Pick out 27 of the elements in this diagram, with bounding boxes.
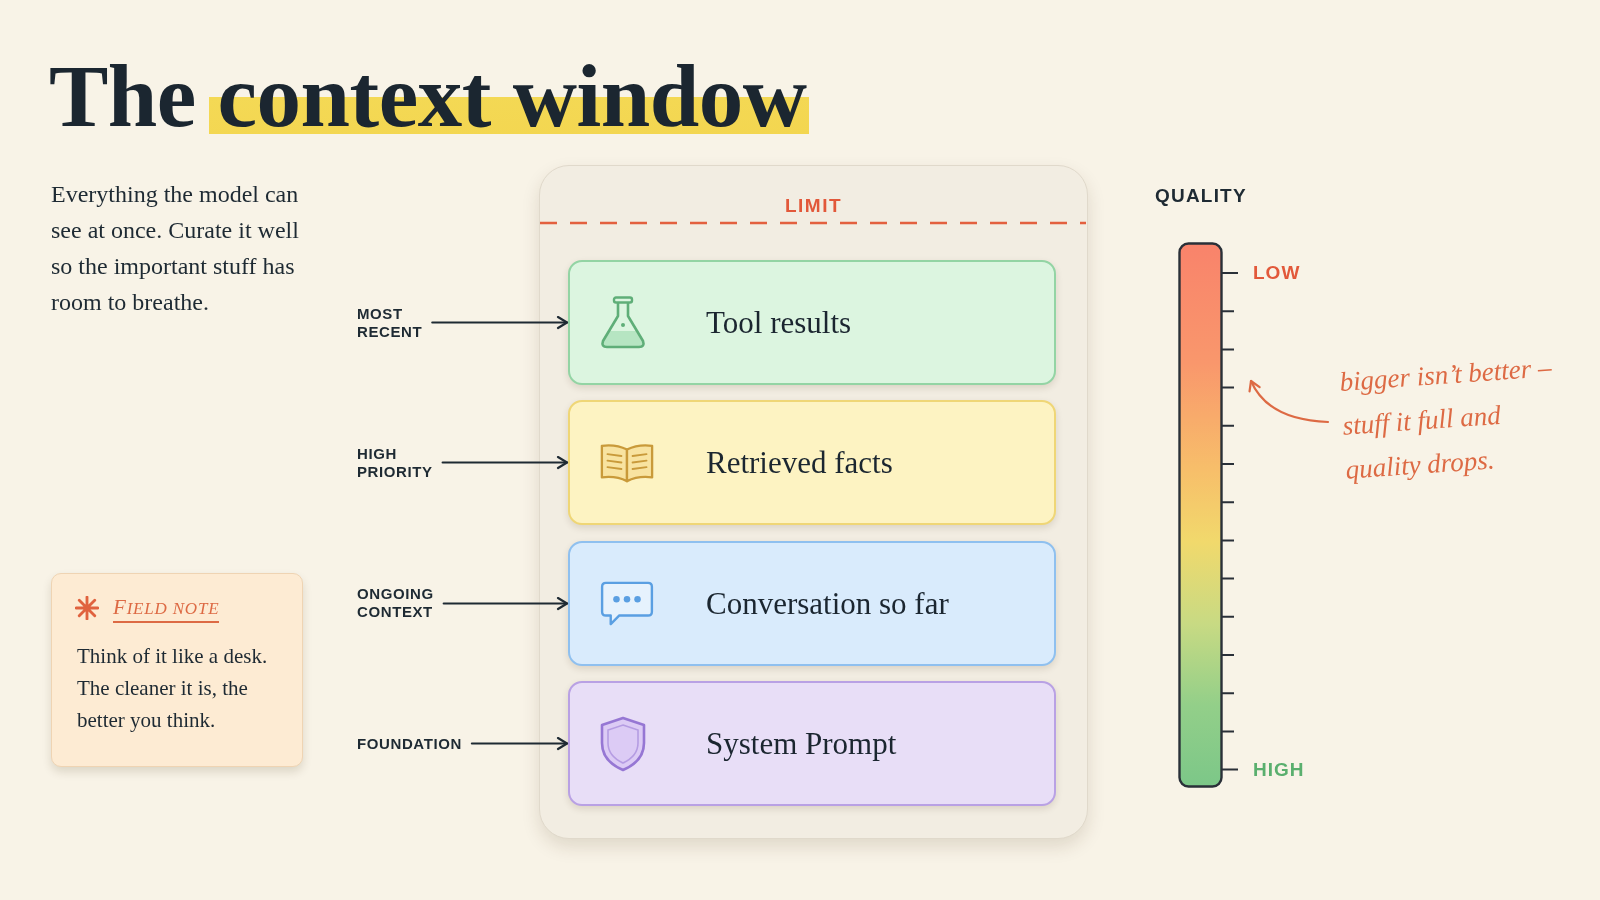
note-text: Think of it like a desk. The cleaner it is, the better you think. <box>77 643 269 734</box>
limit-label: LIMIT <box>784 194 843 218</box>
handwritten-note: bigger isn’t better – stuff it full and quality drops. <box>1338 344 1575 492</box>
scale-label: HIGH <box>1253 758 1305 782</box>
row-label: HIGH PRIORITY <box>357 445 433 481</box>
scale-label: LOW <box>1253 261 1301 285</box>
layer-title: System Prompt <box>706 725 897 762</box>
note-card <box>51 573 303 767</box>
layer-title: Conversation so far <box>706 585 949 622</box>
layer-card <box>568 681 1056 806</box>
arrow <box>442 596 569 611</box>
layer-card <box>568 260 1056 385</box>
context-window-panel <box>539 165 1088 839</box>
layer-card <box>568 541 1056 666</box>
arrow <box>470 736 569 751</box>
arrow <box>431 315 569 330</box>
row-label: FOUNDATION <box>357 735 462 753</box>
layer-title: Retrieved facts <box>706 444 893 481</box>
row-label: MOST RECENT <box>357 305 423 341</box>
scale-title: QUALITY <box>1155 184 1247 208</box>
row-label: ONGOING CONTEXT <box>357 585 434 621</box>
layer-card <box>568 400 1056 525</box>
description-text: Everything the model can see at once. Curate it well so the important stuff has room to breathe. <box>51 180 300 317</box>
curved-arrow <box>1249 379 1330 424</box>
arrow <box>441 455 569 470</box>
layer-title: Tool results <box>706 304 852 341</box>
note-heading: FIELD NOTE <box>113 596 220 623</box>
